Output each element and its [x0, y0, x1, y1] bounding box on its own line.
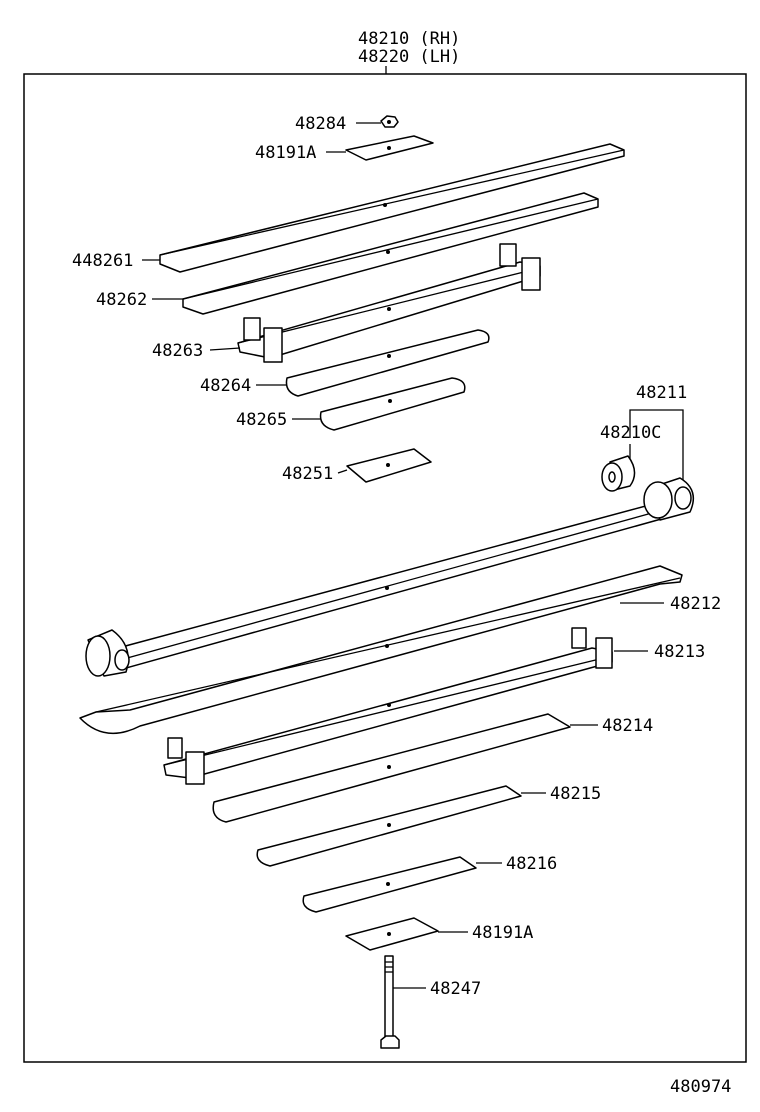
leaf-1-part [159, 143, 625, 273]
leaf-3-clip-part [237, 243, 541, 363]
leaf-8-label: 48216 [506, 854, 557, 874]
leaf-2-part [182, 192, 599, 315]
assembly-rh-label: 48210 (RH) [358, 29, 460, 49]
top-clamp-plate-label: 48191A [255, 143, 316, 163]
leaf-clip-label: 48213 [654, 642, 705, 662]
leaf-5-label: 48265 [236, 410, 287, 430]
leaf-4-part [285, 329, 490, 397]
assembly-border [23, 73, 747, 1063]
leaf-5-part [319, 377, 466, 431]
leaf-1-label: 448261 [72, 251, 133, 271]
main-leaf-group-leader [629, 409, 684, 485]
leaf-7-label: 48215 [550, 784, 601, 804]
bottom-clamp-plate-label: 48191A [472, 923, 533, 943]
leaf-3-clip-label: 48263 [152, 341, 203, 361]
center-bolt-label: 48247 [430, 979, 481, 999]
leaf-7-part [256, 785, 522, 867]
leaf-8-part [302, 856, 477, 913]
leaf-6-label: 48214 [602, 716, 653, 736]
second-leaf-label: 48212 [670, 594, 721, 614]
leaf-6-part [212, 713, 571, 823]
main-leaf-group-label: 48211 [636, 383, 687, 403]
seat-leader [337, 469, 348, 474]
seat-part [346, 448, 432, 483]
seat-label: 48251 [282, 464, 333, 484]
bushing-part [601, 455, 636, 492]
center-bolt-part [380, 955, 400, 1049]
assembly-lh-label: 48220 (LH) [358, 47, 460, 67]
diagram-id: 480974 [670, 1077, 731, 1097]
nut-label: 48284 [295, 114, 346, 134]
leaf-clip-part [163, 627, 613, 785]
bottom-clamp-plate-part [345, 917, 439, 951]
top-clamp-plate-part [345, 135, 434, 161]
second-leaf-part [79, 565, 683, 735]
leaf-3-clip-leader [209, 347, 241, 351]
bushing-label: 48210C [600, 423, 661, 443]
leaf-2-label: 48262 [96, 290, 147, 310]
leaf-4-label: 48264 [200, 376, 251, 396]
nut-part [380, 115, 399, 128]
main-leaf-part [85, 477, 695, 677]
